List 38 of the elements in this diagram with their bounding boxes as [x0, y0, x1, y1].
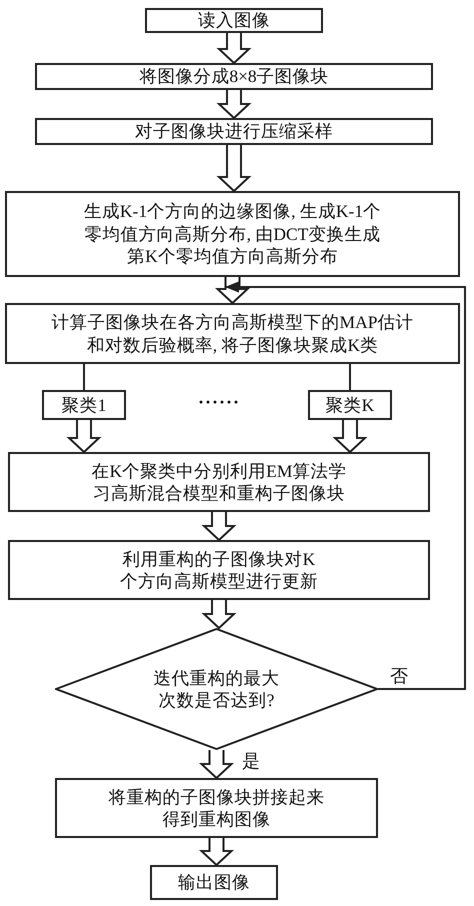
decision-diamond [55, 628, 378, 750]
block-arrow [201, 511, 237, 542]
connector-line [349, 364, 351, 390]
node-text: 输出图像 [177, 871, 251, 894]
node-text: 聚类K [324, 394, 376, 416]
node-text: 读入图像 [197, 9, 271, 32]
node-text: 生成K-1个方向的边缘图像, 生成K-1个零均值方向高斯分布, 由DCT变换生成第K个零均值方向高斯分布 [82, 200, 382, 268]
process-box [35, 118, 433, 145]
node-text: 将重构的子图像块拼接起来得到重构图像 [108, 786, 326, 830]
block-arrow [216, 89, 252, 120]
process-box [42, 390, 126, 420]
block-arrow [216, 32, 252, 64]
edge-label: 否 [388, 667, 410, 687]
process-box [8, 540, 430, 600]
block-arrow [216, 144, 252, 192]
node-text: 在K个聚类中分别利用EM算法学习高斯混合模型和重构子图像块 [90, 460, 348, 504]
process-box [8, 452, 430, 512]
process-box [5, 191, 460, 277]
block-arrow [198, 749, 234, 780]
block-arrow [198, 837, 234, 866]
process-box [55, 778, 378, 838]
block-arrow [332, 419, 368, 454]
node-text: 计算子图像块在各方向高斯模型下的MAP估计和对数后验概率, 将子图像块聚成K类 [52, 311, 414, 356]
node-text: 迭代重构的最大次数是否达到? [152, 666, 280, 712]
process-box [5, 303, 460, 364]
process-box [35, 63, 433, 90]
node-text: 对子图像块进行压缩采样 [134, 120, 334, 143]
connector-line [83, 364, 85, 390]
block-arrow [201, 599, 237, 630]
feedback-arrow [225, 281, 466, 690]
process-box [308, 390, 392, 420]
node-text: 聚类1 [60, 394, 108, 416]
node-text: 将图像分成8×8子图像块 [138, 65, 330, 88]
process-box [150, 865, 278, 900]
node-text: 利用重构的子图像块对K个方向高斯模型进行更新 [119, 548, 319, 592]
block-arrow [66, 419, 102, 454]
process-box [145, 8, 323, 33]
edge-label: 是 [240, 752, 262, 772]
